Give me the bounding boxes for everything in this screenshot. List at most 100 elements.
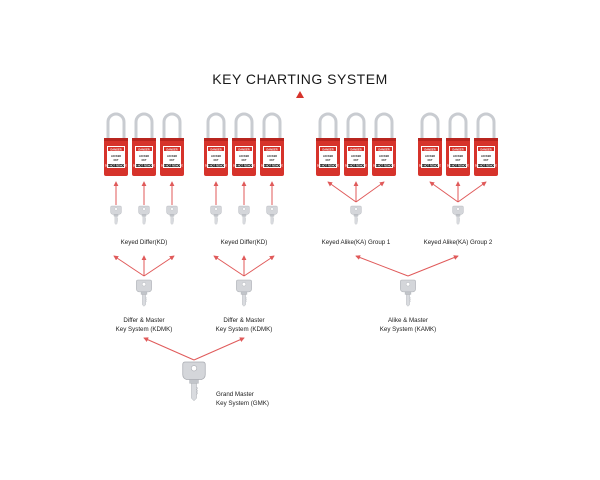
padlock-line1-text: LOCKED (481, 155, 491, 158)
page-title: KEY CHARTING SYSTEM (212, 71, 387, 87)
title-triangle-icon (296, 91, 304, 98)
master-label-kdmk-1-line2: Key System (KDMK) (116, 326, 173, 333)
padlock-header-text: DANGER (166, 147, 177, 151)
arrow-connector (113, 255, 145, 277)
padlock-header-text: DANGER (210, 147, 221, 151)
master-label-kdmk-2-line1: Differ & Master (223, 317, 264, 324)
group-label-ka-1: Keyed Alike(KA) Group 1 (322, 239, 391, 246)
padlock-line2-text: OUT (241, 159, 247, 162)
arrow-connector (355, 255, 409, 277)
arrow-connector (243, 255, 275, 277)
padlock-footer-text: DO NOT REMOVE (447, 163, 469, 167)
master-key-icon (236, 279, 252, 307)
padlock-line1-text: LOCKED (167, 155, 177, 158)
padlock-line1-text: LOCKED (453, 155, 463, 158)
padlock-line1-text: LOCKED (351, 155, 361, 158)
arrow-connector (327, 181, 357, 203)
arrow-connector (355, 181, 385, 203)
padlock-footer-text: DO NOT REMOVE (261, 163, 283, 167)
master-label-kamk-line2: Key System (KAMK) (380, 326, 436, 333)
padlock-line2-text: OUT (455, 159, 461, 162)
padlock-line2-text: OUT (169, 159, 175, 162)
padlock-line1-text: LOCKED (211, 155, 221, 158)
group-label-kd-1: Keyed Differ(KD) (121, 239, 168, 246)
arrow-connector (457, 181, 487, 203)
padlock-line2-text: OUT (325, 159, 331, 162)
padlock-header-text: DANGER (110, 147, 121, 151)
padlock-line1-text: LOCKED (425, 155, 435, 158)
master-label-kamk-line1: Alike & Master (388, 317, 428, 324)
padlock-line1-text: LOCKED (323, 155, 333, 158)
key-icon (138, 205, 150, 225)
padlock-footer-text: DO NOT REMOVE (233, 163, 255, 167)
padlock-header-text: DANGER (480, 147, 491, 151)
padlock-header-text: DANGER (138, 147, 149, 151)
padlock-footer-text: DO NOT REMOVE (105, 163, 127, 167)
padlock-line2-text: OUT (269, 159, 275, 162)
padlock-footer-text: DO NOT REMOVE (419, 163, 441, 167)
arrow-connector (429, 181, 459, 203)
group-label-kd-2: Keyed Differ(KD) (221, 239, 268, 246)
padlock-line2-text: OUT (353, 159, 359, 162)
padlock-header-text: DANGER (378, 147, 389, 151)
padlock-footer-text: DO NOT REMOVE (317, 163, 339, 167)
padlock-header-text: DANGER (452, 147, 463, 151)
padlock-footer-text: DO NOT REMOVE (373, 163, 395, 167)
arrows-layer (113, 181, 487, 361)
grand-master-label-line2: Key System (GMK) (216, 400, 269, 407)
padlock-header-text: DANGER (424, 147, 435, 151)
padlock-footer-text: DO NOT REMOVE (161, 163, 183, 167)
key-icon (452, 205, 464, 225)
grand-master-key-icon (182, 361, 206, 402)
padlock-line2-text: OUT (381, 159, 387, 162)
padlock-footer-text: DO NOT REMOVE (133, 163, 155, 167)
master-key-icon (136, 279, 152, 307)
padlock-line2-text: OUT (113, 159, 119, 162)
group-label-ka-2: Keyed Alike(KA) Group 2 (424, 239, 493, 246)
padlock-footer-text: DO NOT REMOVE (475, 163, 497, 167)
padlock-line2-text: OUT (213, 159, 219, 162)
master-label-kdmk-2-line2: Key System (KDMK) (216, 326, 273, 333)
arrow-connector (213, 255, 245, 277)
master-label-kdmk-1-line1: Differ & Master (123, 317, 164, 324)
keys-layer (110, 205, 464, 402)
key-icon (266, 205, 278, 225)
padlock-line1-text: LOCKED (239, 155, 249, 158)
grand-master-label-line1: Grand Master (216, 391, 254, 398)
padlock-line1-text: LOCKED (111, 155, 121, 158)
key-icon (110, 205, 122, 225)
arrow-connector (143, 337, 195, 361)
padlock-line1-text: LOCKED (267, 155, 277, 158)
arrow-connector (193, 337, 245, 361)
key-icon (350, 205, 362, 225)
key-icon (166, 205, 178, 225)
key-icon (210, 205, 222, 225)
padlock-footer-text: DO NOT REMOVE (345, 163, 367, 167)
padlock-line1-text: LOCKED (379, 155, 389, 158)
padlock-line2-text: OUT (483, 159, 489, 162)
padlock-line2-text: OUT (141, 159, 147, 162)
padlock-line2-text: OUT (427, 159, 433, 162)
padlock-line1-text: LOCKED (139, 155, 149, 158)
padlock-header-text: DANGER (350, 147, 361, 151)
arrow-connector (143, 255, 175, 277)
master-key-icon (400, 279, 416, 307)
padlock-header-text: DANGER (266, 147, 277, 151)
arrow-connector (407, 255, 459, 277)
padlock-header-text: DANGER (238, 147, 249, 151)
key-icon (238, 205, 250, 225)
